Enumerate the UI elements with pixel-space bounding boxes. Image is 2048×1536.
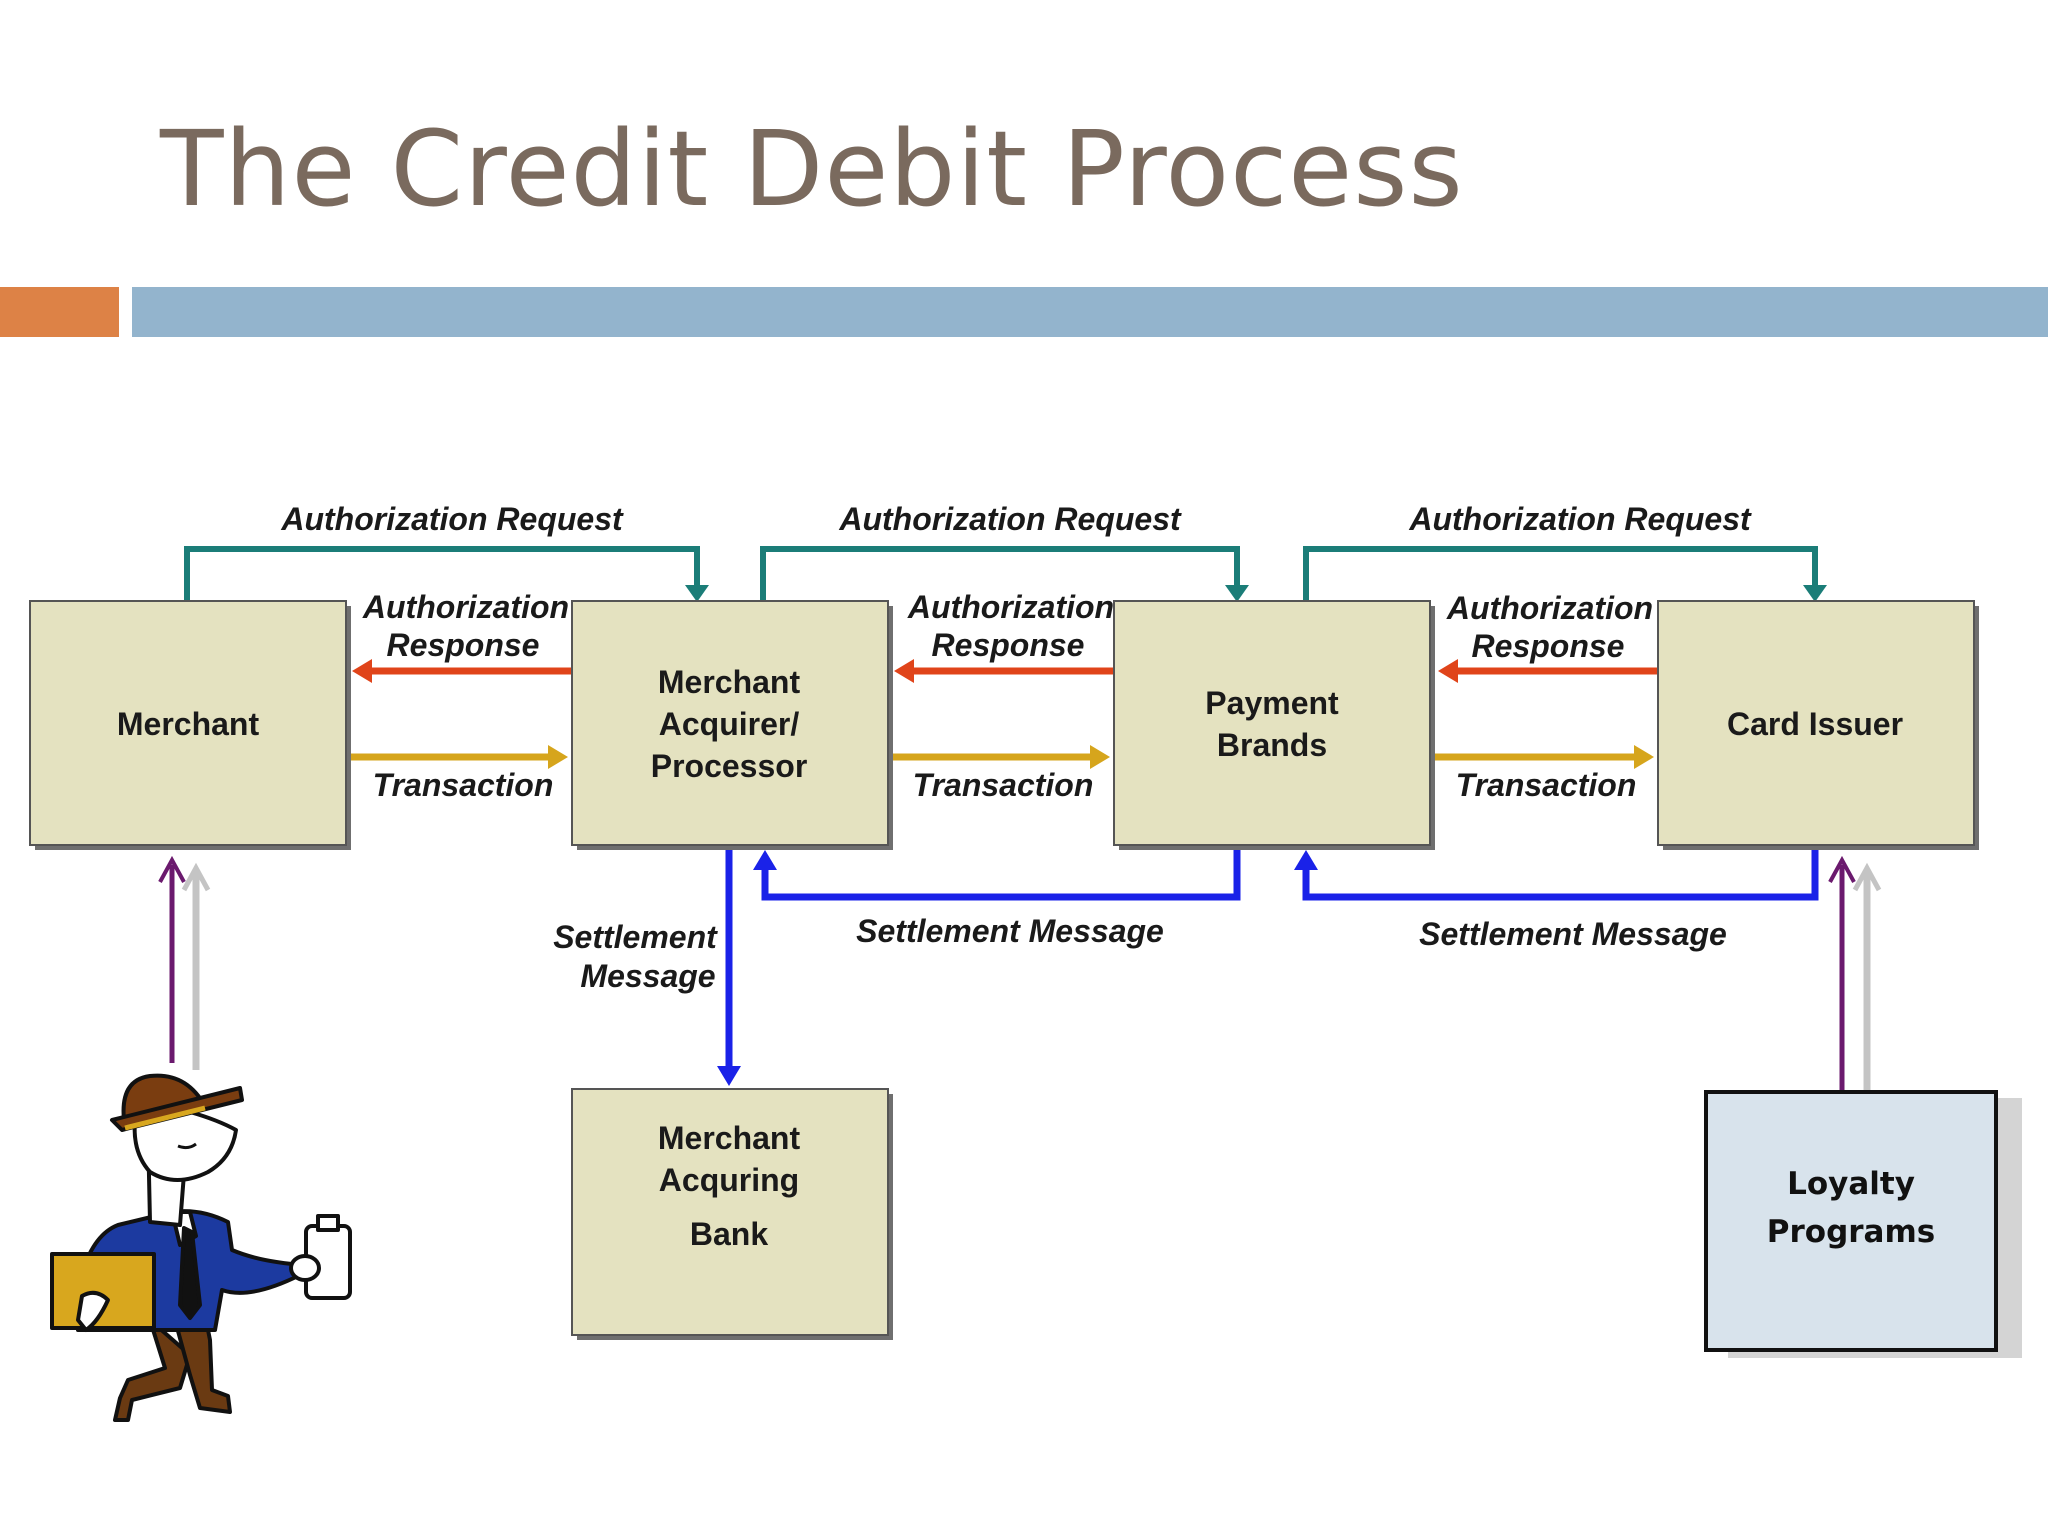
edge-label-auth-response-2a: Authorization — [907, 589, 1114, 625]
edge-auth-request-2 — [760, 546, 1249, 602]
node-label-bank-2: Acquring — [659, 1162, 799, 1198]
edge-label-settlement-bank-a: Settlement — [553, 919, 718, 955]
edge-label-auth-response-2b: Response — [932, 627, 1085, 663]
node-label-bank-3: Bank — [690, 1216, 768, 1252]
node-label-issuer: Card Issuer — [1727, 706, 1903, 742]
node-merchant: Merchant — [29, 600, 351, 850]
edge-merchant-person — [158, 855, 211, 1070]
edge-settlement-bank — [717, 848, 741, 1086]
edge-auth-response-2 — [894, 659, 1114, 683]
edge-auth-request-3 — [1303, 546, 1827, 602]
node-label-bank-1: Merchant — [658, 1120, 801, 1156]
edge-label-transaction-1: Transaction — [373, 767, 554, 803]
walking-merchant-illustration — [50, 1073, 352, 1422]
node-label-loyalty-1: Loyalty — [1787, 1166, 1915, 1202]
node-label-acquirer-1: Merchant — [658, 664, 801, 700]
node-acquirer: Merchant Acquirer/ Processor — [571, 600, 893, 850]
edge-label-auth-request-2: Authorization Request — [838, 501, 1182, 537]
edge-label-auth-request-1: Authorization Request — [280, 501, 624, 537]
edge-transaction-2 — [890, 745, 1110, 769]
edge-transaction-3 — [1434, 745, 1654, 769]
edge-issuer-loyalty — [1828, 855, 1882, 1094]
edge-auth-request-1 — [184, 546, 709, 602]
node-label-brands-2: Brands — [1217, 727, 1327, 763]
node-loyalty: Loyalty Programs — [1704, 1090, 2022, 1358]
edge-settlement-brands — [753, 848, 1241, 901]
edge-label-auth-response-1b: Response — [387, 627, 540, 663]
node-label-brands-1: Payment — [1205, 685, 1339, 721]
edge-transaction-1 — [348, 745, 568, 769]
edge-auth-response-1 — [352, 659, 572, 683]
node-label-merchant: Merchant — [117, 706, 260, 742]
edge-label-auth-request-3: Authorization Request — [1408, 501, 1752, 537]
node-brands: Payment Brands — [1113, 600, 1435, 850]
edge-label-settlement-issuer: Settlement Message — [1419, 916, 1727, 952]
edge-label-auth-response-3a: Authorization — [1446, 590, 1653, 626]
edge-label-auth-response-1a: Authorization — [362, 589, 569, 625]
node-label-loyalty-2: Programs — [1767, 1214, 1935, 1250]
edge-settlement-issuer — [1294, 848, 1819, 901]
edge-label-transaction-3: Transaction — [1456, 767, 1637, 803]
node-bank: Merchant Acquring Bank — [571, 1088, 893, 1340]
node-label-acquirer-3: Processor — [651, 748, 808, 784]
accent-bar-orange — [0, 287, 119, 337]
edge-label-settlement-bank-b: Message — [580, 958, 715, 994]
edge-label-settlement-brands: Settlement Message — [856, 913, 1164, 949]
edge-label-transaction-2: Transaction — [913, 767, 1094, 803]
edge-auth-response-3 — [1438, 659, 1658, 683]
node-issuer: Card Issuer — [1657, 600, 1979, 850]
edge-label-auth-response-3b: Response — [1472, 628, 1625, 664]
accent-bar-blue — [132, 287, 2048, 337]
page-title: The Credit Debit Process — [160, 108, 1464, 230]
node-label-acquirer-2: Acquirer/ — [659, 706, 800, 742]
